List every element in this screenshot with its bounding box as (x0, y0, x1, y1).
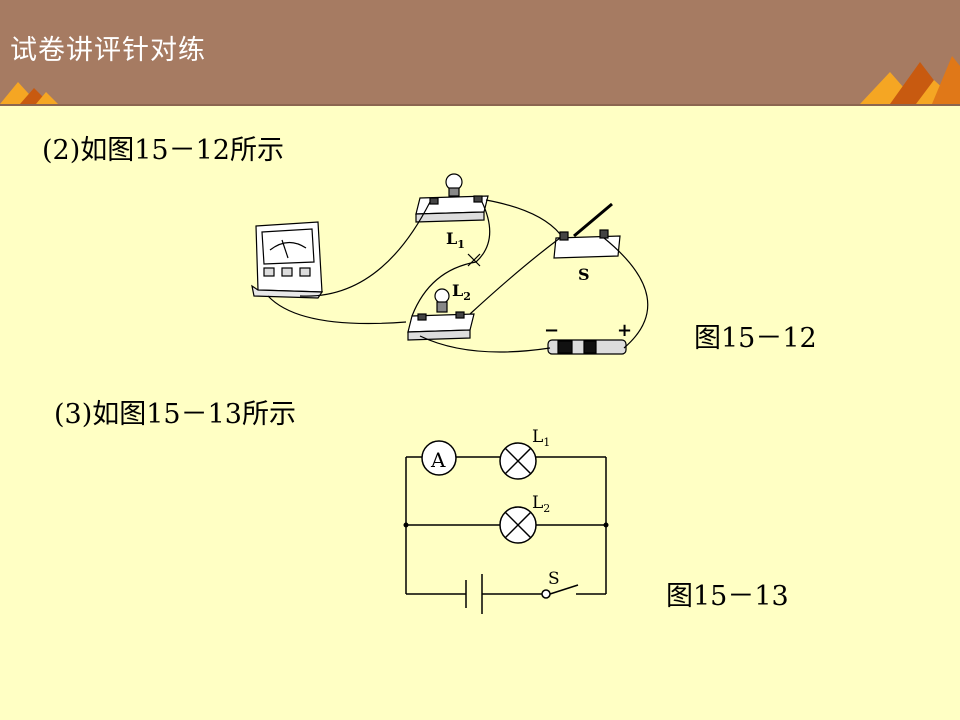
figure-label-15-12: 图15－12 (694, 323, 817, 354)
lamp-2-label: L2 (452, 281, 471, 303)
lamp-1-symbol (499, 442, 537, 480)
caption-section-3: (3)如图15－13所示 (54, 399, 296, 430)
lamp-1-device (415, 173, 489, 223)
battery-minus-label: − (544, 320, 559, 341)
lamp-2-device (407, 288, 475, 341)
header-bar (0, 0, 960, 104)
figure-label-15-13: 图15－13 (666, 581, 789, 612)
ammeter-symbol: A (421, 440, 457, 476)
battery-device (547, 339, 627, 355)
lamp-1-label: L1 (446, 229, 465, 251)
switch-device (553, 202, 621, 259)
decorative-triangles (0, 56, 960, 104)
schematic-lamp-2-label: L2 (532, 493, 550, 515)
caption-section-2: (2)如图15－12所示 (42, 135, 284, 166)
slide-title: 试卷讲评针对练 (10, 35, 206, 66)
ammeter-device (251, 221, 324, 299)
switch-label: S (578, 265, 590, 284)
schematic-lamp-1-label: L1 (532, 427, 550, 449)
battery-plus-label: + (617, 320, 632, 341)
ammeter-label: A (430, 448, 446, 472)
lamp-2-symbol (499, 506, 537, 544)
battery-symbol (465, 574, 483, 614)
schematic-switch-label: S (548, 569, 560, 589)
switch-symbol (541, 584, 579, 599)
header-divider (0, 104, 960, 106)
